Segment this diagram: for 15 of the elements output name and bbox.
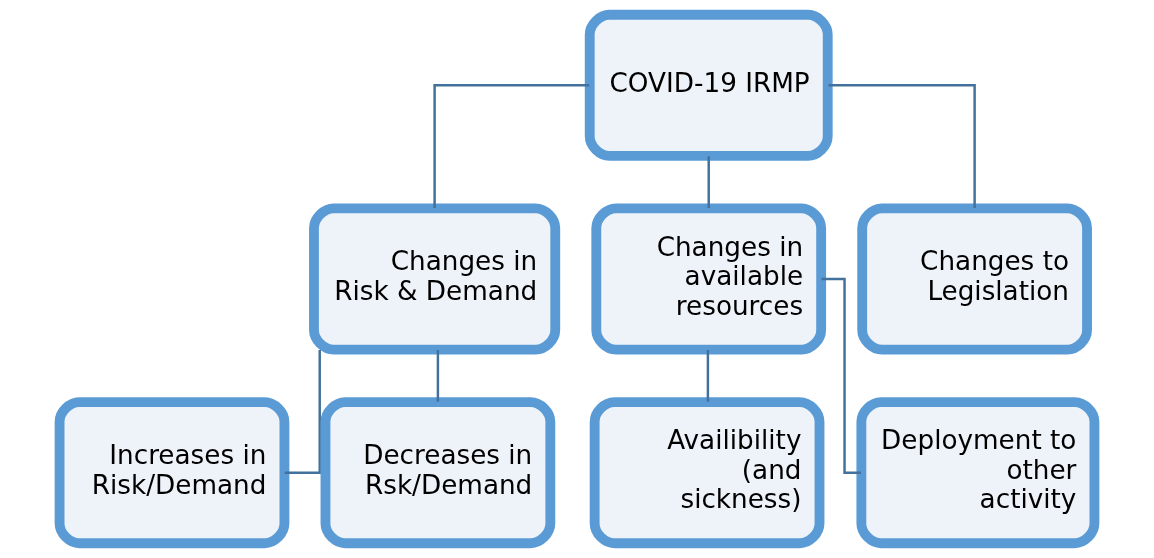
connector [706, 350, 710, 402]
node-box: Availibility (and sickness) [589, 397, 825, 549]
node-box: Changes to Legislation [857, 203, 1092, 355]
connector [707, 156, 710, 208]
node-box: Changes in available resources [591, 203, 827, 355]
node-box: Deployment to other activity [856, 397, 1100, 549]
connector [821, 277, 861, 474]
node-box: Changes in Risk & Demand [309, 203, 561, 355]
connector [828, 84, 976, 208]
connector [284, 350, 321, 474]
connector [436, 350, 440, 402]
connector [433, 84, 590, 208]
node-box: Increases in Risk/Demand [54, 397, 290, 549]
node-box: COVID-19 IRMP [584, 9, 833, 161]
node-box: Decreases in Rsk/Demand [320, 397, 556, 549]
